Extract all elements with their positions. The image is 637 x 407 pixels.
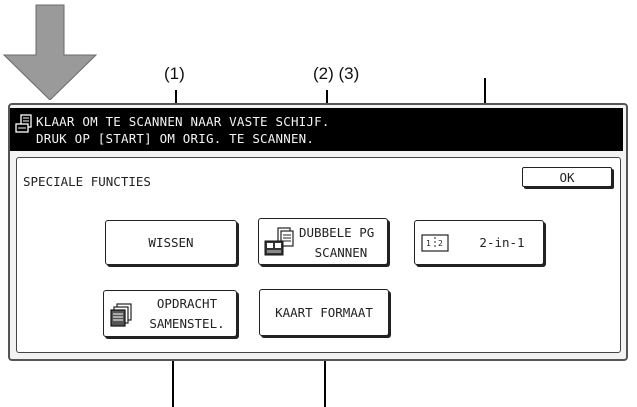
svg-text:1: 1 <box>426 239 431 248</box>
scanner-document-icon <box>15 114 32 133</box>
callout-1: (1) <box>164 64 185 83</box>
dubbele-pg-scannen-button[interactable]: DUBBELE PG SCANNEN <box>258 218 388 265</box>
job-build-icon <box>110 303 132 327</box>
big-down-arrow-icon <box>2 4 98 100</box>
leader-line-5 <box>324 336 326 407</box>
two-in-one-label: 2-in-1 <box>479 235 525 250</box>
opdracht-label-line2: SAMENSTEL. <box>149 316 225 331</box>
kaart-formaat-button[interactable]: KAART FORMAAT <box>259 289 389 336</box>
callout-2-3: (2) (3) <box>313 64 360 83</box>
ok-label: OK <box>559 170 575 185</box>
status-line-1: KLAAR OM TE SCANNEN NAAR VASTE SCHIJF. <box>36 114 330 129</box>
wissen-button[interactable]: WISSEN <box>105 220 237 265</box>
two-in-one-button[interactable]: 1 2 2-in-1 <box>414 220 544 265</box>
two-in-one-icon: 1 2 <box>421 234 449 252</box>
status-line-2: DRUK OP [START] OM ORIG. TE SCANNEN. <box>36 131 315 146</box>
svg-text:2: 2 <box>438 239 443 248</box>
kaart-label: KAART FORMAAT <box>275 305 373 320</box>
leader-line-4 <box>172 337 174 407</box>
dubbele-label-line1: DUBBELE PG <box>299 225 375 240</box>
dubbele-label-line2: SCANNEN <box>314 245 368 260</box>
dual-page-scan-icon <box>264 227 294 256</box>
opdracht-label-line1: OPDRACHT <box>156 296 218 311</box>
wissen-label: WISSEN <box>148 235 194 250</box>
status-message-bar: KLAAR OM TE SCANNEN NAAR VASTE SCHIJF. D… <box>10 108 623 151</box>
opdracht-samenstel-button[interactable]: OPDRACHT SAMENSTEL. <box>103 290 237 337</box>
ok-button[interactable]: OK <box>522 167 612 187</box>
section-title: SPECIALE FUNCTIES <box>23 174 151 189</box>
